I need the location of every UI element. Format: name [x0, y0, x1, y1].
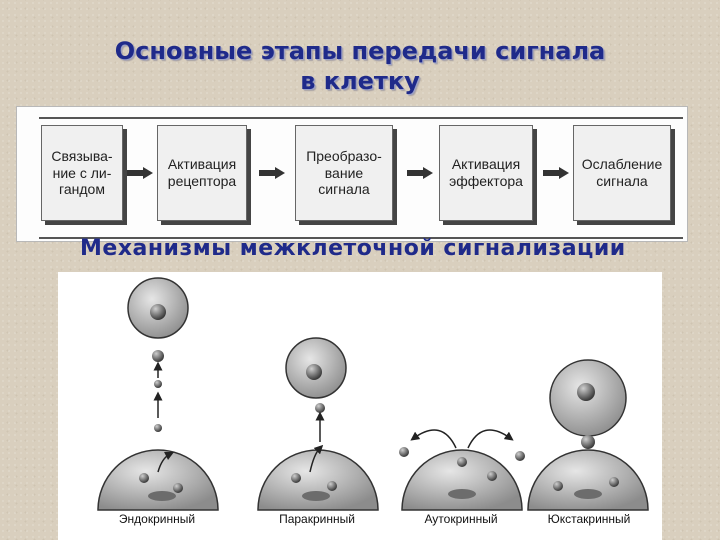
paracrine-diagram — [257, 337, 379, 511]
arrow-icon — [259, 167, 285, 179]
mechanism-label-autocrine: Аутокринный — [424, 512, 498, 526]
arrow-icon — [127, 167, 153, 179]
page-title: Основные этапы передачи сигнала в клетку — [0, 36, 720, 96]
stage-receptor-activation: Активация рецептора — [157, 125, 247, 221]
source-cell — [97, 449, 219, 511]
signal-molecule — [154, 380, 162, 388]
mechanism-label-endocrine: Эндокринный — [118, 512, 196, 526]
nucleus — [150, 304, 166, 320]
signaling-mechanisms-figure: Эндокринный Паракринный Аутокринный Юкст… — [58, 272, 662, 540]
mechanism-label-juxtacrine: Юкстакринный — [547, 512, 631, 526]
diagram-frame-lines — [39, 117, 683, 239]
page-title-line1: Основные этапы передачи сигнала — [114, 37, 606, 65]
signal-molecule — [154, 424, 162, 432]
stage-effector-activation: Активация эффектора — [439, 125, 533, 221]
section-subtitle: Механизмы межклеточной сигнализации — [80, 236, 626, 261]
page-title-line2: в клетку — [300, 67, 420, 95]
source-cell — [527, 449, 649, 511]
juxtacrine-diagram — [527, 359, 649, 511]
source-cell — [257, 449, 379, 511]
stage-ligand-binding: Связыва- ние с ли- гандом — [41, 125, 123, 221]
signal-molecule — [581, 435, 595, 449]
signaling-cell — [401, 449, 523, 511]
endocrine-diagram — [97, 277, 219, 511]
signal-molecule — [315, 403, 325, 413]
arrow-icon — [407, 167, 433, 179]
mechanism-label-paracrine: Паракринный — [279, 512, 355, 526]
stage-signal-transduction: Преобразо- вание сигнала — [295, 125, 393, 221]
arrow-icon — [543, 167, 569, 179]
nucleus — [577, 383, 595, 401]
mechanisms-illustration — [97, 277, 649, 511]
signal-stages-diagram: Связыва- ние с ли- гандом Активация реце… — [16, 106, 688, 242]
autocrine-diagram — [399, 429, 525, 511]
nucleus — [306, 364, 322, 380]
stage-signal-attenuation: Ослабление сигнала — [573, 125, 671, 221]
signal-molecule — [152, 350, 164, 362]
